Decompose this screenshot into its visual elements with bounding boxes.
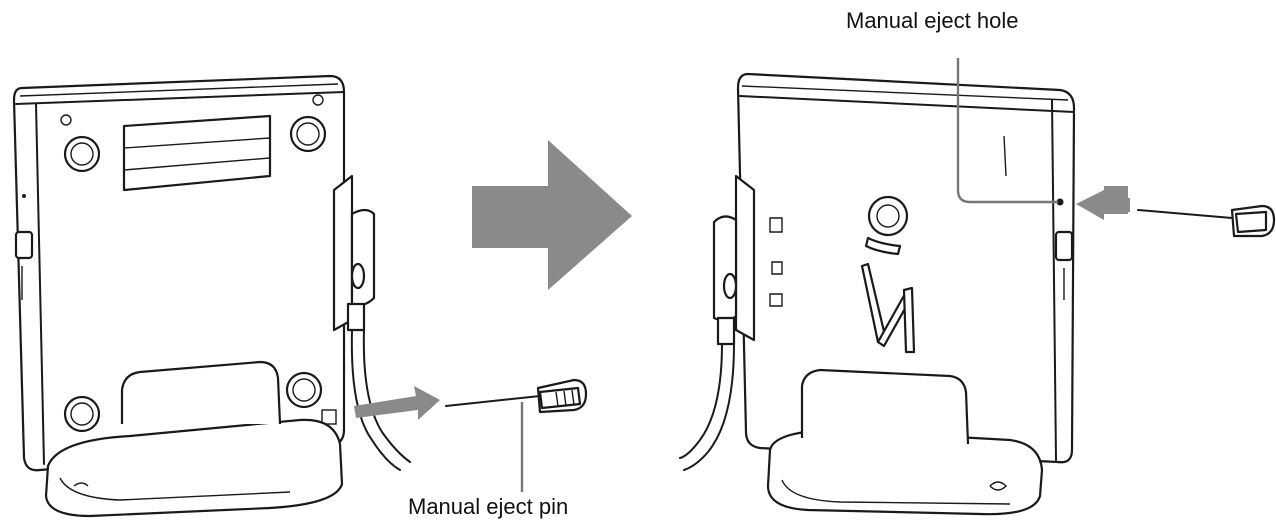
eject-pin-icon [445,378,588,414]
right-arrow-icon [472,140,632,290]
device-rear-view [12,74,411,518]
device-front-view [679,72,1076,516]
insert-arrow-icon [354,386,440,420]
hole-leader-line [956,58,1058,204]
eject-pin-label: Manual eject pin [408,494,569,519]
eject-hole-label: Manual eject hole [846,8,1019,33]
eject-pin-icon [1137,204,1276,238]
logo-mark [860,195,916,354]
